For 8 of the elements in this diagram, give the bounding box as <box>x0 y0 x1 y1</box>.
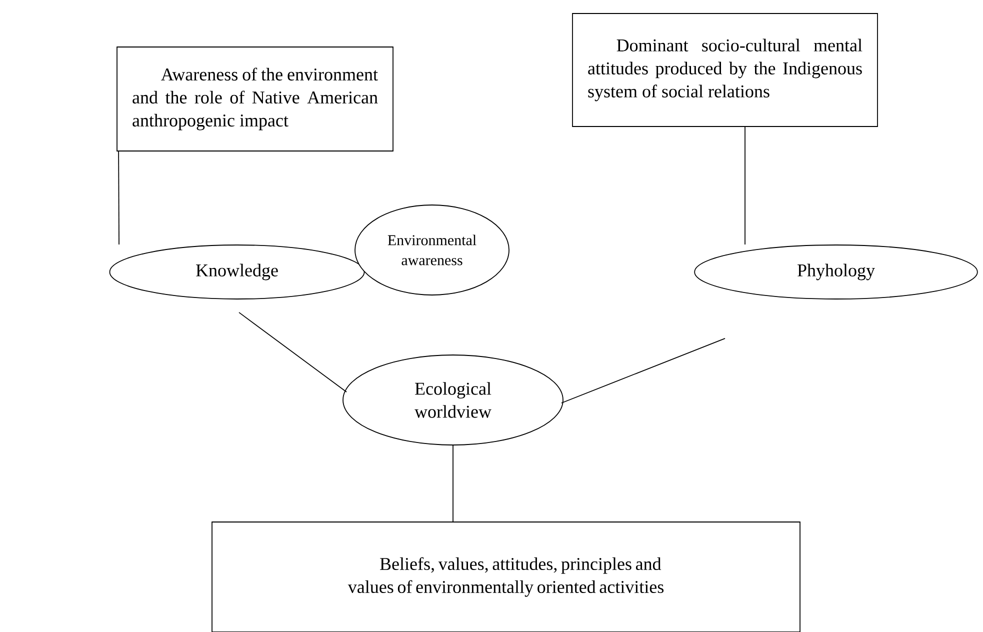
connector-line <box>452 445 454 522</box>
connector-line <box>561 338 726 404</box>
connector-line <box>118 151 120 245</box>
text-box: Awareness of the environment and the role of Native American anthropogenic impact <box>116 46 394 152</box>
connector-line <box>238 312 347 392</box>
connector-line <box>744 126 746 245</box>
text-box: Beliefs, values, attitudes, principles and values of environmentally oriented activities <box>212 522 800 632</box>
text-box: Dominant socio-cultural mental attitudes produced by the Indigenous system of social relations <box>572 13 878 127</box>
